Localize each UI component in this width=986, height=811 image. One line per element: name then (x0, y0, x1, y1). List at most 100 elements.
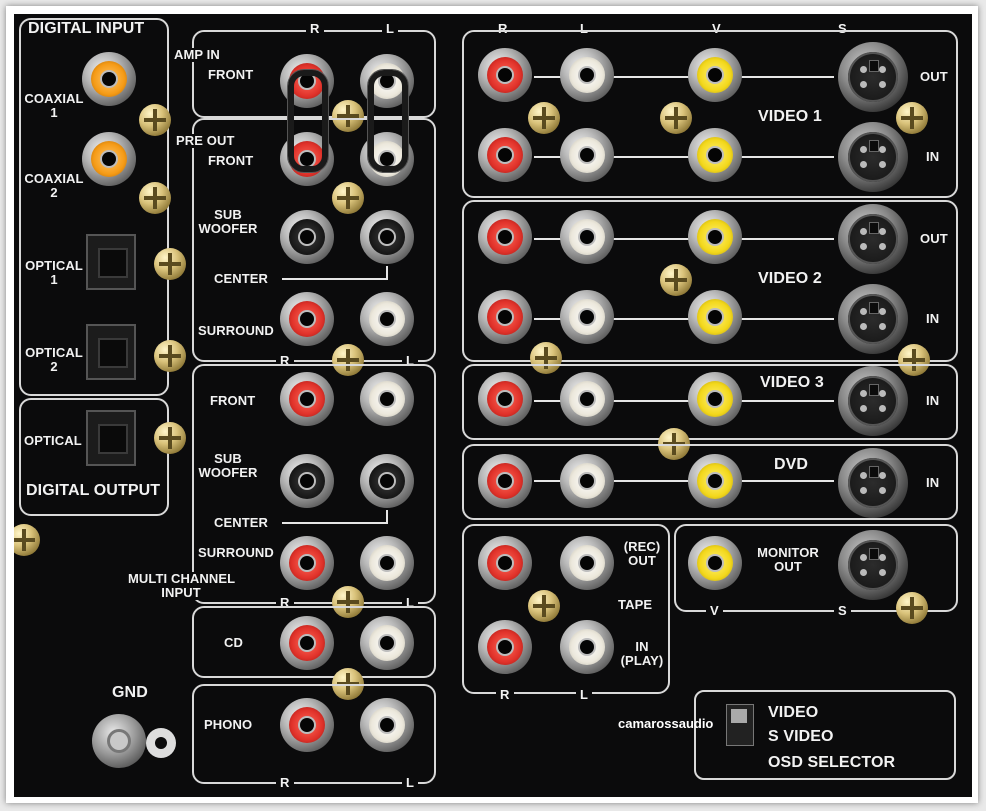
video2-in-v-jack[interactable] (688, 290, 742, 344)
cd-box (192, 606, 436, 678)
screw (154, 340, 186, 372)
coaxial-2-label: COAXIAL 2 (24, 171, 84, 200)
coaxial-2-jack[interactable] (82, 132, 136, 186)
screw (660, 264, 692, 296)
video1-in-s-jack[interactable] (838, 122, 908, 192)
screw (896, 102, 928, 134)
tape-out-l-jack[interactable] (560, 536, 614, 590)
pre-out-subwoofer-jack[interactable] (280, 210, 334, 264)
pre-out-box (192, 118, 436, 362)
video3-r-jack[interactable] (478, 372, 532, 426)
mc-surround-r-jack[interactable] (280, 536, 334, 590)
screw (139, 182, 171, 214)
divider (282, 522, 388, 524)
video2-box (462, 200, 958, 362)
pre-out-surround-r-jack[interactable] (280, 292, 334, 346)
mc-front-r-jack[interactable] (280, 372, 334, 426)
dvd-v-jack[interactable] (688, 454, 742, 508)
tape-box (462, 524, 670, 694)
osd-video-option: VIDEO (768, 704, 819, 721)
video1-in-r-jack[interactable] (478, 128, 532, 182)
video1-out-s-jack[interactable] (838, 42, 908, 112)
video1-out-l-jack[interactable] (560, 48, 614, 102)
video3-in-label: IN (926, 393, 940, 408)
screw (154, 248, 186, 280)
screw (332, 344, 364, 376)
video-l-header: L (580, 21, 589, 36)
ground-terminal[interactable] (92, 714, 146, 768)
amp-in-l-label: L (382, 22, 399, 36)
divider (386, 510, 388, 524)
tape-title: TAPE (618, 597, 653, 612)
mc-subwoofer-label: SUB WOOFER (198, 451, 258, 480)
video3-s-jack[interactable] (838, 366, 908, 436)
jumper-r[interactable] (288, 70, 328, 172)
coaxial-1-label: COAXIAL 1 (24, 91, 84, 120)
tape-in-l-jack[interactable] (560, 620, 614, 674)
dvd-r-jack[interactable] (478, 454, 532, 508)
screw (528, 590, 560, 622)
amp-in-title: AMP IN (172, 47, 222, 62)
monitor-v-label: V (706, 604, 723, 618)
video2-in-r-jack[interactable] (478, 290, 532, 344)
digital-output-optical-port[interactable] (86, 410, 136, 466)
multi-channel-title: MULTI CHANNEL INPUT (128, 571, 236, 600)
screw (530, 342, 562, 374)
jumper-l[interactable] (368, 70, 408, 172)
screw (332, 586, 364, 618)
video3-box (462, 364, 958, 440)
dvd-l-jack[interactable] (560, 454, 614, 508)
video3-l-jack[interactable] (560, 372, 614, 426)
video1-out-r-jack[interactable] (478, 48, 532, 102)
optical-2-port[interactable] (86, 324, 136, 380)
phono-box (192, 684, 436, 784)
mc-subwoofer-jack[interactable] (280, 454, 334, 508)
screw (660, 102, 692, 134)
video2-out-v-jack[interactable] (688, 210, 742, 264)
tape-in-r-jack[interactable] (478, 620, 532, 674)
video2-out-s-jack[interactable] (838, 204, 908, 274)
optical-1-port[interactable] (86, 234, 136, 290)
osd-selector-box (694, 690, 956, 780)
pre-out-surround-label: SURROUND (198, 323, 274, 338)
video1-box (462, 30, 958, 198)
mc-surround-l-jack[interactable] (360, 536, 414, 590)
screw (154, 422, 186, 454)
screw (332, 100, 364, 132)
video3-v-jack[interactable] (688, 372, 742, 426)
monitor-box (674, 524, 958, 612)
digital-input-title: DIGITAL INPUT (28, 20, 145, 37)
video1-out-v-jack[interactable] (688, 48, 742, 102)
video2-title: VIDEO 2 (758, 270, 822, 287)
coaxial-1-jack[interactable] (82, 52, 136, 106)
divider (386, 266, 388, 280)
mc-front-l-jack[interactable] (360, 372, 414, 426)
monitor-s-label: S (834, 604, 851, 618)
pre-out-surround-l-jack[interactable] (360, 292, 414, 346)
osd-selector-switch[interactable] (726, 704, 754, 746)
video2-in-l-jack[interactable] (560, 290, 614, 344)
monitor-s-jack[interactable] (838, 530, 908, 600)
cd-r-jack[interactable] (280, 616, 334, 670)
pre-out-front-label: FRONT (208, 153, 254, 168)
video2-out-r-jack[interactable] (478, 210, 532, 264)
video2-out-label: OUT (920, 231, 948, 246)
amp-in-r-label: R (306, 22, 324, 36)
monitor-v-jack[interactable] (688, 536, 742, 590)
phono-l-jack[interactable] (360, 698, 414, 752)
link-line (534, 238, 834, 240)
pre-out-center-jack[interactable] (360, 210, 414, 264)
dvd-s-jack[interactable] (838, 448, 908, 518)
tape-out-r-jack[interactable] (478, 536, 532, 590)
osd-selector-title: OSD SELECTOR (768, 754, 896, 771)
phono-r-jack[interactable] (280, 698, 334, 752)
cd-l-jack[interactable] (360, 616, 414, 670)
link-line (534, 480, 834, 482)
video1-in-v-jack[interactable] (688, 128, 742, 182)
mc-center-jack[interactable] (360, 454, 414, 508)
osd-svideo-option: S VIDEO (768, 728, 834, 745)
video2-out-l-jack[interactable] (560, 210, 614, 264)
cd-label: CD (224, 635, 243, 650)
video1-in-l-jack[interactable] (560, 128, 614, 182)
video2-in-s-jack[interactable] (838, 284, 908, 354)
